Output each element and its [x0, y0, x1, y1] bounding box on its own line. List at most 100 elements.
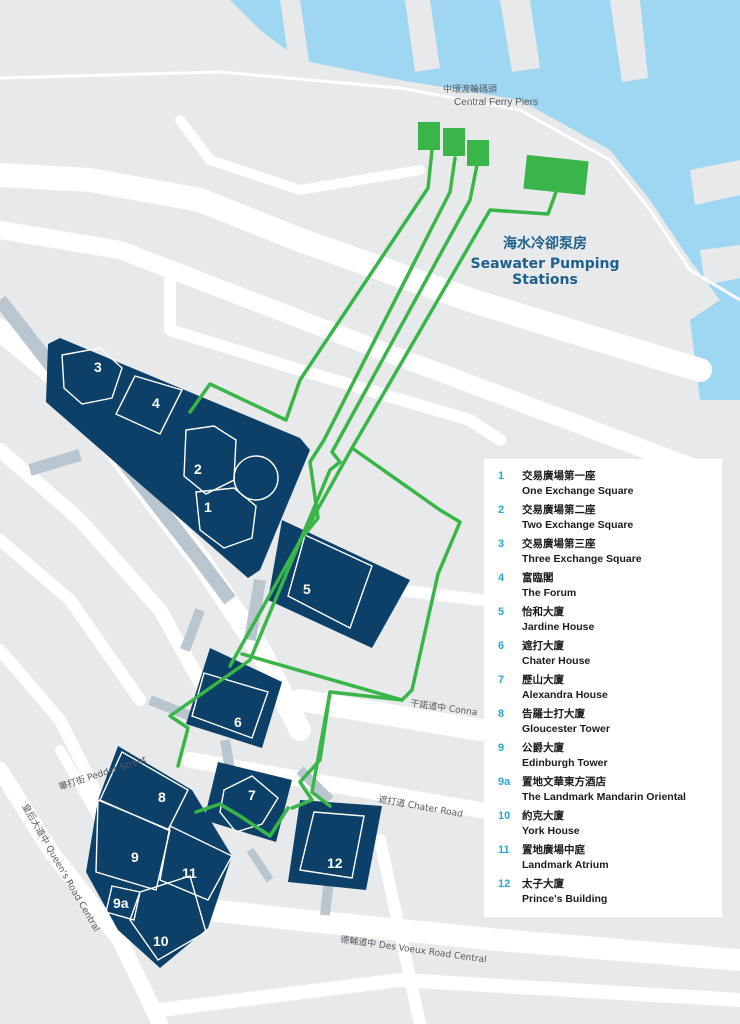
- building-9a-outline: [105, 885, 141, 921]
- buildings: [46, 338, 410, 968]
- legend-number: 3: [498, 538, 505, 550]
- building-10-outline: [129, 875, 207, 961]
- building-label-6: 6: [234, 714, 242, 730]
- legend-item: 9 公爵大廈 Edinburgh Tower: [498, 741, 714, 775]
- legend-number: 10: [498, 810, 511, 822]
- pump-station-boxes: [418, 122, 589, 196]
- building-label-11: 11: [182, 865, 197, 881]
- building-7-outline: [219, 775, 279, 833]
- building-label-10: 10: [153, 933, 169, 949]
- building-numbers: 3 4 2 1 5 6 7 8 9 11 9a 10 12: [94, 359, 343, 949]
- legend-number: 9: [498, 742, 505, 754]
- legend-name-en: Two Exchange Square: [522, 519, 634, 531]
- legend-name-en: Landmark Atrium: [522, 859, 609, 871]
- legend-name-zh: 置地廣場中庭: [522, 844, 585, 856]
- pier-pump-3: [467, 140, 489, 166]
- legend-number: 5: [498, 606, 505, 618]
- legend-name-en: The Forum: [522, 587, 577, 599]
- pumping-stations-label-en-2: Stations: [512, 272, 578, 288]
- building-label-9a: 9a: [113, 895, 129, 911]
- legend-name-en: Prince's Building: [522, 893, 608, 905]
- building-2-rotunda: [233, 455, 279, 501]
- legend-name-en: Edinburgh Tower: [522, 757, 608, 769]
- legend-item: 3 交易廣場第三座 Three Exchange Square: [498, 537, 714, 571]
- building-label-4: 4: [152, 395, 160, 411]
- legend-number: 6: [498, 640, 505, 652]
- building-label-12: 12: [327, 855, 343, 871]
- building-6-outline: [191, 672, 269, 739]
- legend-names: 歷山大廈 Alexandra House: [522, 673, 714, 703]
- legend-names: 交易廣場第一座 One Exchange Square: [522, 469, 714, 499]
- legend-names: 交易廣場第二座 Two Exchange Square: [522, 503, 714, 533]
- building-label-7: 7: [248, 787, 256, 803]
- legend-names: 太子大廈 Prince's Building: [522, 877, 714, 907]
- building-4-outline: [115, 375, 183, 435]
- legend-names: 置地廣場中庭 Landmark Atrium: [522, 843, 714, 873]
- building-label-3: 3: [94, 359, 102, 375]
- building-1-outline: [195, 487, 257, 549]
- legend-number: 4: [498, 572, 505, 584]
- legend-number: 11: [498, 844, 510, 856]
- legend-name-zh: 遮打大廈: [522, 640, 564, 652]
- legend-name-en: Jardine House: [522, 621, 595, 633]
- legend-name-zh: 告羅士打大廈: [522, 708, 585, 720]
- alexandra-house-block: [204, 762, 292, 842]
- legend-name-zh: 太子大廈: [522, 878, 564, 890]
- building-legend: 1 交易廣場第一座 One Exchange Square 2 交易廣場第二座 Two E…: [484, 459, 722, 917]
- legend-names: 怡和大廈 Jardine House: [522, 605, 714, 635]
- legend-name-zh: 歷山大廈: [522, 674, 564, 686]
- legend-item: 10 約克大廈 York House: [498, 809, 714, 843]
- building-label-5: 5: [303, 581, 311, 597]
- legend-names: 富臨閣 The Forum: [522, 571, 714, 601]
- legend-name-zh: 怡和大廈: [522, 606, 564, 618]
- legend-names: 交易廣場第三座 Three Exchange Square: [522, 537, 714, 567]
- building-label-8: 8: [158, 789, 166, 805]
- legend-name-en: The Landmark Mandarin Oriental: [522, 791, 686, 803]
- legend-name-zh: 公爵大廈: [522, 742, 564, 754]
- legend-name-zh: 交易廣場第一座: [522, 470, 596, 482]
- legend-name-zh: 交易廣場第二座: [522, 504, 596, 516]
- pier-structures: [70, 0, 740, 285]
- legend-item: 9a 置地文華東方酒店 The Landmark Mandarin Oriental: [498, 775, 714, 809]
- legend-item: 11 置地廣場中庭 Landmark Atrium: [498, 843, 714, 877]
- landmark-block: [86, 746, 232, 968]
- legend-name-zh: 約克大廈: [522, 810, 564, 822]
- ferry-piers-label-zh: 中環渡輪碼頭: [443, 83, 497, 95]
- cooling-pipes: [168, 148, 558, 838]
- legend-number: 1: [498, 470, 505, 482]
- legend-name-en: York House: [522, 825, 580, 837]
- building-8-outline: [99, 751, 189, 831]
- ferry-piers-label-en: Central Ferry Piers: [454, 97, 538, 108]
- legend-name-zh: 置地文華東方酒店: [522, 776, 606, 788]
- legend-item: 4 富臨閣 The Forum: [498, 571, 714, 605]
- building-label-1: 1: [204, 499, 212, 515]
- pumping-stations-label-en-1: Seawater Pumping: [471, 256, 620, 272]
- legend-name-zh: 富臨閣: [522, 572, 554, 584]
- legend-name-en: Three Exchange Square: [522, 553, 642, 565]
- legend-item: 2 交易廣場第二座 Two Exchange Square: [498, 503, 714, 537]
- legend-names: 約克大廈 York House: [522, 809, 714, 839]
- building-11-outline: [159, 824, 233, 901]
- legend-number: 9a: [498, 776, 511, 788]
- legend-name-en: Alexandra House: [522, 689, 608, 701]
- legend-number: 2: [498, 504, 505, 516]
- legend-names: 置地文華東方酒店 The Landmark Mandarin Oriental: [522, 775, 714, 805]
- building-5-outline: [287, 534, 373, 629]
- pier-pump-2: [443, 128, 465, 156]
- legend-number: 8: [498, 708, 505, 720]
- pier-pump-main: [523, 154, 589, 196]
- legend-name-en: One Exchange Square: [522, 485, 634, 497]
- pumping-stations-label-zh: 海水冷卻泵房: [503, 235, 587, 252]
- legend-name-zh: 交易廣場第三座: [522, 538, 596, 550]
- building-12-outline: [299, 811, 365, 879]
- jardine-house-block: [268, 520, 410, 648]
- building-9-outline: [95, 798, 171, 891]
- legend-item: 1 交易廣場第一座 One Exchange Square: [498, 469, 714, 503]
- building-3-outline: [61, 347, 123, 405]
